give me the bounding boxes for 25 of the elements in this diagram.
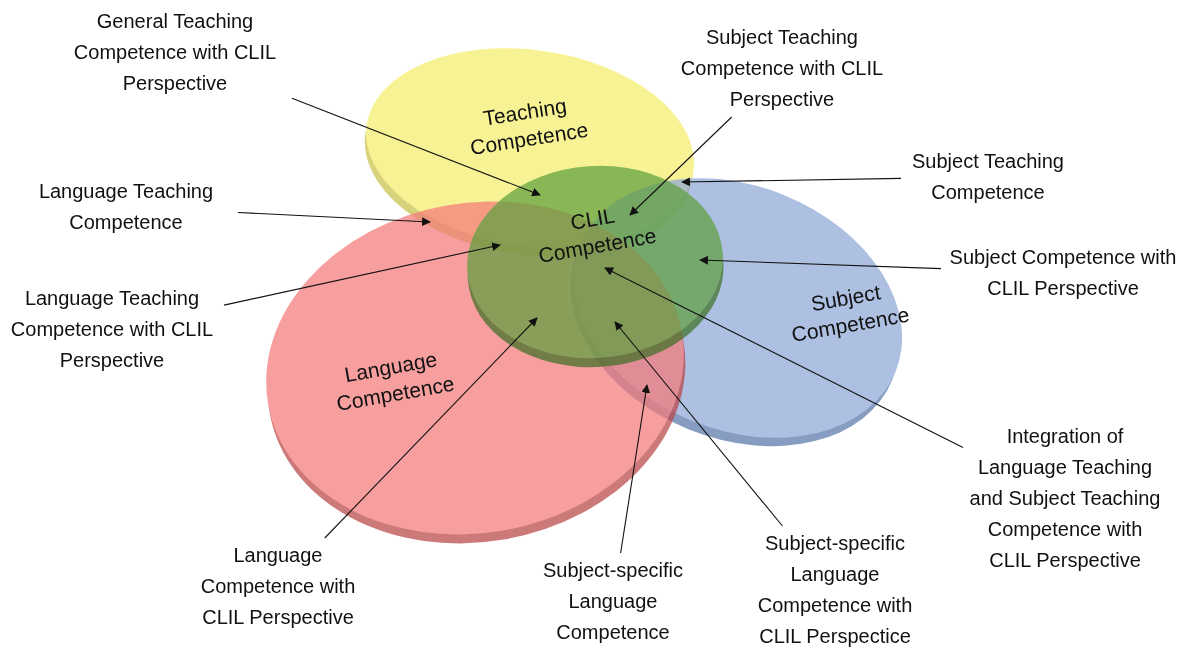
leader-arrow (291, 97, 541, 197)
leader-arrow (681, 177, 902, 187)
leader-arrow (620, 384, 651, 554)
callout-label: Language Teaching Competence (16, 176, 236, 238)
callout-label: General Teaching Competence with CLIL Perspective (60, 6, 290, 99)
leader-arrow (223, 242, 501, 306)
leader-arrow (629, 116, 733, 216)
callout-label: Language Competence with CLIL Perspective (178, 540, 378, 633)
leader-arrow (324, 317, 538, 539)
callout-label: Integration of Language Teaching and Subject Teaching Competence with CLIL Perspective (965, 421, 1165, 576)
callout-label: Subject Teaching Competence with CLIL Perspective (667, 22, 897, 115)
callout-label: Language Teaching Competence with CLIL Perspective (2, 283, 222, 376)
leader-arrow (604, 267, 964, 448)
callout-label: Subject Teaching Competence (903, 146, 1073, 208)
circle-label: CLIL Competence (535, 202, 659, 269)
competence-ellipse (467, 165, 724, 368)
circle-label: Teaching Competence (467, 92, 591, 161)
circle-label: Subject Competence (788, 279, 912, 348)
circle-label: Language Competence (333, 346, 457, 417)
leader-arrow (237, 212, 431, 226)
callout-label: Subject-specific Language Competence (523, 555, 703, 647)
leader-arrow (699, 255, 942, 270)
callout-label: Subject-specific Language Competence with CLIL Perspectice (735, 528, 935, 647)
callout-label: Subject Competence with CLIL Perspective (943, 242, 1180, 304)
leader-arrow (614, 321, 783, 527)
